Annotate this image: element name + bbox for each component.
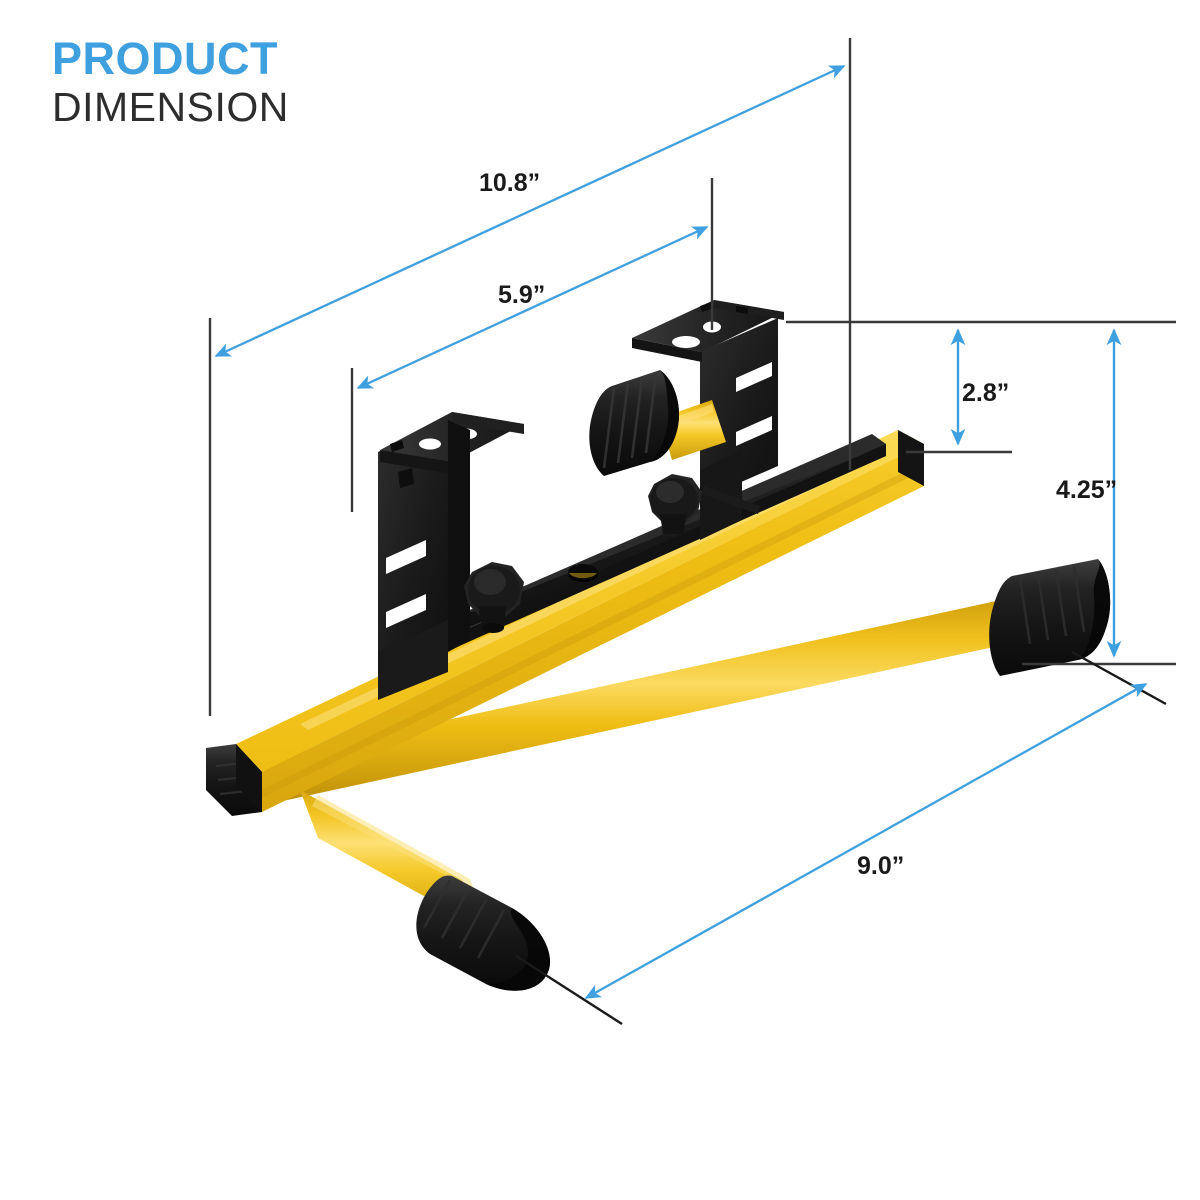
black-star-knob[interactable] xyxy=(648,474,702,534)
dimension-label-overall-length: 10.8” xyxy=(479,169,541,197)
dimension-label-bracket-width: 5.9” xyxy=(498,281,546,309)
black-rubber-foot-cap xyxy=(206,744,262,816)
black-star-knob[interactable] xyxy=(464,562,524,633)
adjustment-rod xyxy=(702,486,760,514)
black-mounting-bracket-front xyxy=(378,412,524,700)
yellow-square-beam xyxy=(236,430,924,812)
dimension-bracket-width xyxy=(350,178,714,512)
dimension-overall-length xyxy=(208,38,852,716)
dimension-beam-height xyxy=(786,320,1176,454)
black-rubber-foot-cap xyxy=(416,875,551,991)
dimension-label-overall-height: 4.25” xyxy=(1056,476,1118,504)
dimension-overall-height xyxy=(1022,328,1176,666)
black-ribbed-knob[interactable] xyxy=(589,370,680,476)
dimension-annotations xyxy=(208,38,1176,1026)
beam-right-end xyxy=(898,430,924,486)
dimension-overall-depth xyxy=(515,650,1167,1026)
product-body xyxy=(206,300,1111,991)
dimension-label-overall-depth: 9.0” xyxy=(857,852,905,880)
black-rubber-foot-cap xyxy=(989,559,1111,676)
dimension-label-beam-height: 2.8” xyxy=(962,379,1010,407)
